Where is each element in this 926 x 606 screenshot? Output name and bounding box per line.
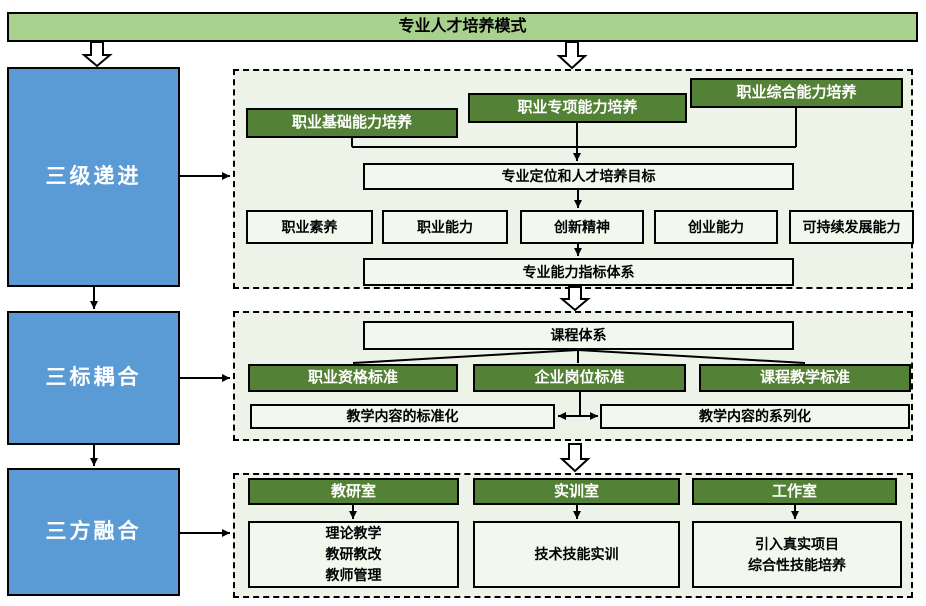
stage-box-three-level: 三级递进 [7,67,180,287]
positioning-goal-box: 专业定位和人才培养目标 [363,163,794,190]
research-office-detail-box: 理论教学 教研教改 教师管理 [248,521,459,588]
innovation-box: 创新精神 [520,210,644,244]
entrepreneurship-box: 创业能力 [654,210,778,244]
post-standard-box: 企业岗位标准 [473,364,686,392]
curriculum-system-box: 课程体系 [363,321,794,350]
studio-detail-box: 引入真实项目 综合性技能培养 [692,521,902,588]
research-office-box: 教研室 [248,478,459,505]
detail-line: 技术技能实训 [534,546,619,562]
sustainable-box: 可持续发展能力 [789,210,914,244]
comprehensive-ability-box: 职业综合能力培养 [690,78,903,108]
page-title: 专业人才培养模式 [7,12,918,42]
ability-index-box: 专业能力指标体系 [363,258,794,286]
training-room-box: 实训室 [473,478,680,505]
studio-box: 工作室 [692,478,897,505]
basic-ability-box: 职业基础能力培养 [246,108,458,138]
standardization-box: 教学内容的标准化 [250,404,555,429]
stage-box-three-party: 三方融合 [7,468,180,596]
quality-box: 职业素养 [246,210,373,244]
detail-line: 综合性技能培养 [748,556,846,573]
teaching-standard-box: 课程教学标准 [699,364,911,392]
detail-line: 引入真实项目 [755,535,839,552]
stage-box-three-standard: 三标耦合 [7,311,180,445]
detail-line: 教研教改 [325,546,382,562]
training-room-detail-box: 技术技能实训 [473,521,680,588]
vocational-ability-box: 职业能力 [382,210,508,244]
serialization-box: 教学内容的系列化 [600,404,910,429]
detail-line: 教师管理 [325,567,382,583]
detail-line: 理论教学 [325,525,382,541]
special-ability-box: 职业专项能力培养 [468,93,687,123]
qualification-standard-box: 职业资格标准 [248,364,458,392]
